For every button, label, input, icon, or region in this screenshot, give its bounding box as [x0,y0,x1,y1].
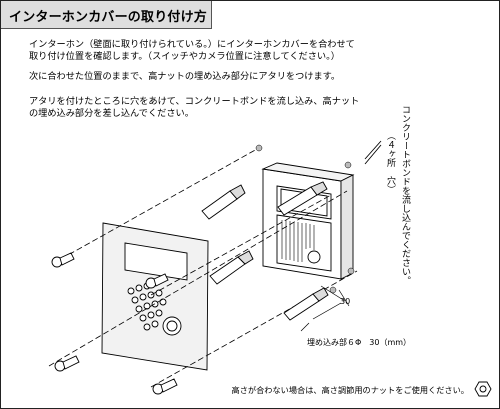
standoff-nut-lower-right [283,287,329,321]
standoff-nut-upper-right [277,181,328,216]
adjustment-nut-icon [474,381,492,397]
callout-text-holes: （４ヶ所 穴） [385,131,395,194]
cover-button-hole [162,316,182,336]
callout-text-bond: コンクリートボンドを流し込んでください。 [400,105,410,285]
callout-leader [364,140,382,160]
depth-dimension: 30 [340,297,351,306]
standoff-nut-top-left [201,184,246,220]
intercom-side [340,174,354,280]
standoff-nut-middle [209,250,254,285]
instruction-line-3: 次に合わせた位置のままで、高ナットの埋め込み部分にアタリをつけます。 [29,71,341,82]
footer-note: 高さが合わない場合は、高さ調節用のナットをご使用ください。 [231,385,469,395]
wall-holes [255,144,355,294]
call-button [307,250,321,264]
alignment-lines [48,148,358,388]
instruction-line-1: インターホン（壁面に取り付けられている。）にインターホンカバーを合わせて [29,39,355,50]
cover-plate [101,222,209,371]
page-title: インターホンカバーの取り付け方 [9,10,208,25]
instruction-line-2: 取り付け位置を確認します。（スイッチやカメラ位置に注意してください。） [29,51,340,62]
speaker-grille [276,214,332,272]
instruction-line-4: アタリを付けたところに穴をあけて、コンクリートボンドを流し込み、高ナット [29,96,360,107]
title-bar: インターホンカバーの取り付け方 [1,1,212,29]
embed-dimension-label: 埋め込み部６Φ 30（mm） [307,338,412,347]
dimension-lines [300,285,350,332]
instruction-line-5: の埋め込み部分を差し込んでください。 [29,108,194,119]
cover-window [124,242,188,281]
